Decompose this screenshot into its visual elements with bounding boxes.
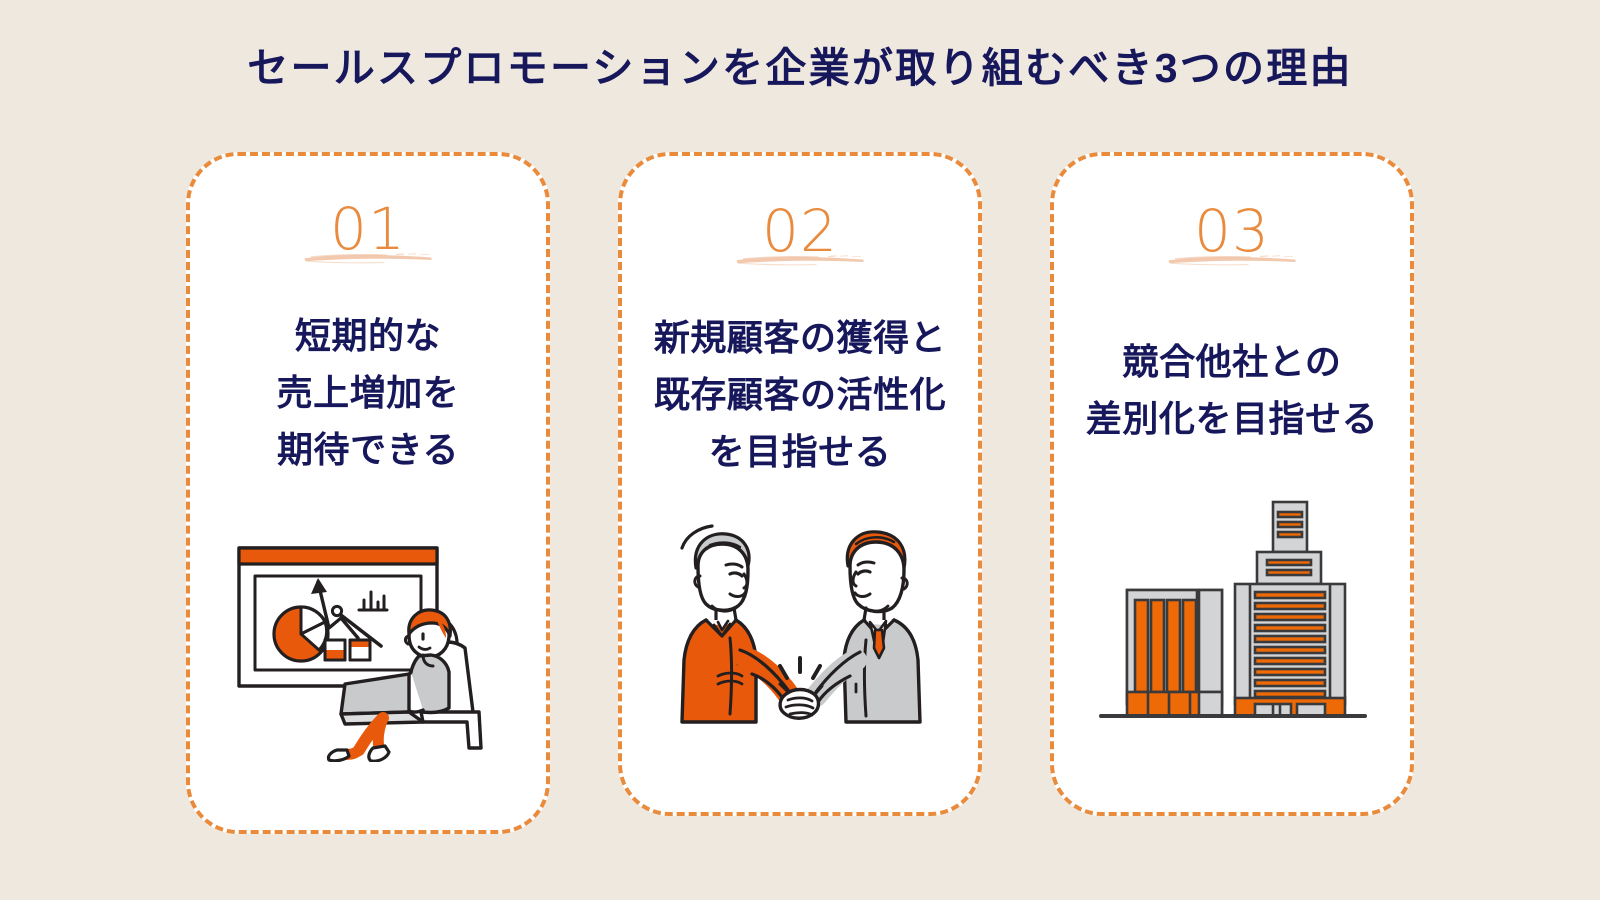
card-number-02: 02 bbox=[761, 197, 839, 265]
card-text-02: 新規顧客の獲得と 既存顧客の活性化 を目指せる bbox=[653, 317, 947, 472]
card-number-01: 01 bbox=[329, 195, 407, 263]
card-number-block-02: 02 bbox=[736, 197, 864, 268]
reason-card-list: 01 短期的な 売上増加を 期待できる bbox=[186, 152, 1414, 834]
page-title: セールスプロモーションを企業が取り組むべき3つの理由 bbox=[247, 45, 1353, 91]
card-number-03: 03 bbox=[1193, 197, 1271, 265]
person-presenting-charts-illustration bbox=[233, 522, 503, 762]
reason-card-02: 02 新規顧客の獲得と 既存顧客の活性化 を目指せる bbox=[618, 152, 982, 816]
office-buildings-illustration bbox=[1087, 486, 1377, 726]
reason-card-03: 03 競合他社との 差別化を目指せる bbox=[1050, 152, 1414, 816]
card-text-01: 短期的な 売上増加を 期待できる bbox=[276, 315, 460, 470]
card-number-block-03: 03 bbox=[1168, 197, 1296, 268]
card-text-03: 競合他社との 差別化を目指せる bbox=[1085, 341, 1379, 439]
reason-card-01: 01 短期的な 売上増加を 期待できる bbox=[186, 152, 550, 834]
business-handshake-illustration bbox=[660, 508, 940, 740]
card-number-block-01: 01 bbox=[304, 195, 432, 266]
